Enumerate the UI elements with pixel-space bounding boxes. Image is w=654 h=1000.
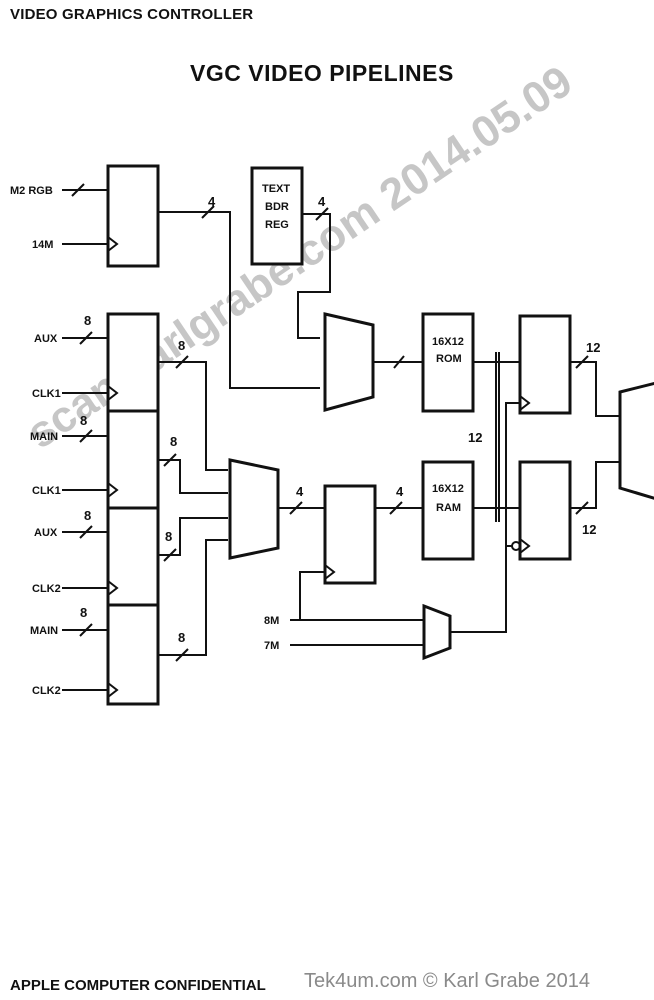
width-bottom-out: 12 [582, 522, 596, 537]
signal-8m: 8M [264, 615, 279, 627]
top-output-register [518, 314, 572, 415]
signal-clk2-a: CLK2 [32, 583, 61, 595]
width-rgb-out: 4 [208, 194, 216, 209]
pixel-latch [323, 484, 377, 585]
signal-main-2: MAIN [30, 625, 58, 637]
width-main1-in: 8 [80, 413, 87, 428]
signal-clk2-b: CLK2 [32, 685, 61, 697]
width-aux2-out: 8 [165, 529, 172, 544]
signal-14m: 14M [32, 239, 53, 251]
ram-label: 16X12 [432, 483, 464, 495]
ram-label-2: RAM [436, 502, 461, 514]
signal-aux-1: AUX [34, 333, 58, 345]
output-multiplexer [618, 381, 654, 500]
clock-multiplexer [422, 603, 452, 661]
signal-aux-2: AUX [34, 527, 58, 539]
aux1-register [106, 312, 160, 413]
credit-line: Tek4um.com © Karl Grabe 2014 [304, 970, 590, 992]
text-reg-label-3: REG [265, 219, 289, 231]
width-aux1-out: 8 [178, 338, 185, 353]
width-mux-out: 4 [296, 484, 304, 499]
top-multiplexer [323, 312, 375, 412]
width-top-out: 12 [586, 340, 600, 355]
rom-block [421, 312, 475, 413]
width-text-out: 4 [318, 194, 326, 209]
clock-marker [107, 234, 119, 254]
width-latch-out: 4 [396, 484, 404, 499]
diagram-title: VGC VIDEO PIPELINES [190, 60, 454, 86]
width-mid-bus: 12 [468, 430, 482, 445]
rom-label-2: ROM [436, 353, 462, 365]
bottom-output-register [518, 460, 572, 561]
width-aux2-in: 8 [84, 508, 91, 523]
aux2-register [106, 506, 160, 607]
text-reg-label-1: TEXT [262, 183, 290, 195]
signal-clk1-a: CLK1 [32, 388, 61, 400]
width-aux1-in: 8 [84, 313, 91, 328]
bottom-multiplexer [228, 458, 280, 560]
width-main2-out: 8 [178, 630, 185, 645]
rom-label: 16X12 [432, 336, 464, 348]
signal-7m: 7M [264, 640, 279, 652]
document-header: VIDEO GRAPHICS CONTROLLER [10, 6, 254, 23]
text-border-register [250, 166, 304, 266]
ram-block [421, 460, 475, 561]
main1-register [106, 409, 160, 510]
signal-main-1: MAIN [30, 431, 58, 443]
width-main2-in: 8 [80, 605, 87, 620]
signal-clk1-b: CLK1 [32, 485, 61, 497]
width-main1-out: 8 [170, 434, 177, 449]
rgb-register [106, 164, 160, 268]
signal-m2-rgb: M2 RGB [10, 185, 53, 197]
text-reg-label-2: BDR [265, 201, 289, 213]
confidential-notice: APPLE COMPUTER CONFIDENTIAL [10, 977, 266, 994]
